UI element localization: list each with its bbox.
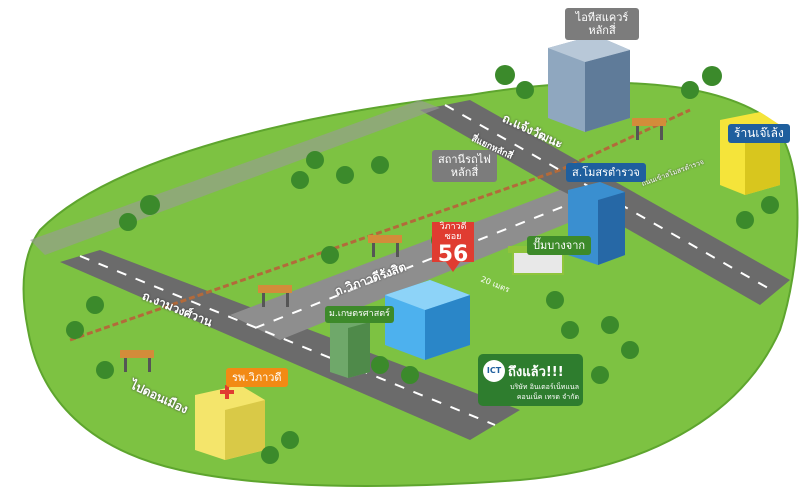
shelter-4	[632, 118, 666, 140]
soi-number: 56	[437, 242, 469, 267]
road-vibhavadi	[60, 250, 520, 440]
soi-marker-pin	[432, 222, 474, 272]
hospital-building	[195, 385, 265, 460]
label-kasetsart: ม.เกษตรศาสตร์	[325, 306, 394, 323]
shelter-2	[368, 235, 402, 257]
road-connector	[230, 190, 600, 340]
arrived-text: ถึงแล้ว!!!	[508, 365, 564, 380]
label-it-square: ไอทีสแควร์ หลักสี่	[565, 8, 639, 40]
label-j-store: ร้านเจ๊เล้ง	[728, 124, 790, 143]
trees	[66, 65, 779, 464]
soi-name: วิภาวดีซอย	[439, 222, 467, 242]
label-train-station: สถานีรถไฟ หลักสี่	[432, 150, 497, 182]
company-name: บริษัท อินเตอร์เน็ทแนล คอนเน็ค เทรด จำกั…	[510, 383, 579, 401]
shelter-3	[120, 350, 154, 372]
label-gas-station: ปั๊มบางจาก	[527, 236, 592, 255]
label-vibhavadi-soi: วิภาวดีซอย 56	[432, 222, 474, 268]
it-square-building	[548, 35, 630, 132]
ict-logo: ICT	[483, 360, 505, 382]
arrived-callout: ICT ถึงแล้ว!!! บริษัท อินเตอร์เน็ทแนล คอ…	[478, 354, 583, 406]
target-building	[385, 280, 470, 360]
label-police: ส.โมสรตำรวจ	[566, 163, 646, 182]
label-hospital: รพ.วิภาวดี	[226, 368, 288, 387]
kasetsart-building	[330, 314, 370, 378]
railway	[69, 108, 691, 342]
shelter-1	[258, 285, 292, 307]
